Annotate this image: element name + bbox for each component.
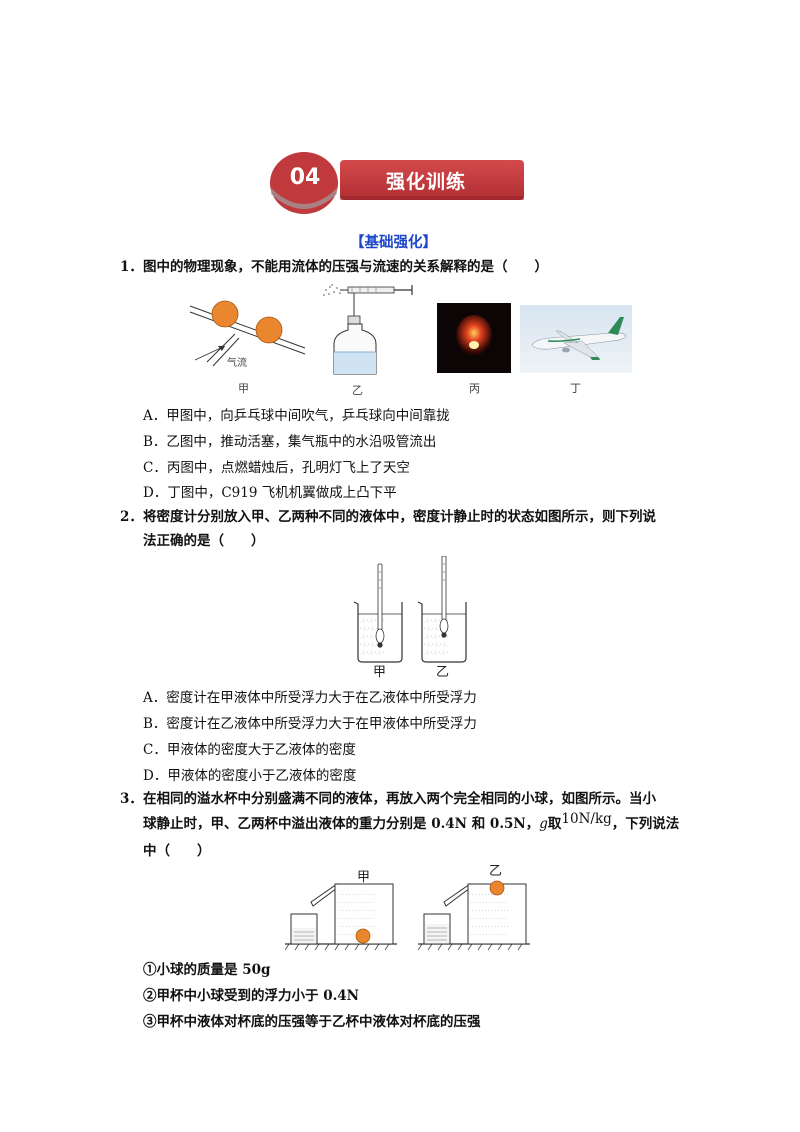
airplane-photo xyxy=(520,305,632,373)
figure-label-yi: 乙 xyxy=(489,864,503,879)
question-stem-line-2: 球静止时，甲、乙两杯中溢出液体的重力分别是 0.4N 和 0.5N，g取10N/… xyxy=(143,811,680,833)
svg-text:· · · · · · · · · · · ·: · · · · · · · · · · · · xyxy=(337,932,374,938)
figure-jia: 气流 xyxy=(185,288,310,373)
hydrometer-beakers: ∴ · ∴ · ∴ · · ∴ · ∴ · ∴ ∴ · ∴ · ∴ · · ∴ … xyxy=(353,556,467,663)
svg-text:· · · · · · · · · · · ·: · · · · · · · · · · · · xyxy=(470,932,507,938)
figure-caption-jia: 甲 xyxy=(238,382,249,395)
pingpong-figure xyxy=(189,300,306,367)
sky-lantern-photo xyxy=(437,303,511,373)
svg-text:· · · · · · · · · · · ·: · · · · · · · · · · · · xyxy=(470,916,507,922)
section-header: 04 强化训练 xyxy=(268,150,528,216)
stem-text-b: 取 xyxy=(547,816,562,832)
question-stem-line-1: 将密度计分别放入甲、乙两种不同的液体中，密度计静止时的状态如图所示，则下列说 xyxy=(143,509,656,525)
svg-text:· · · · · · · · · · · ·: · · · · · · · · · · · · xyxy=(337,900,374,906)
svg-text:· ∴ · ∴ · ∴: · ∴ · ∴ · ∴ xyxy=(360,642,382,648)
statement-2: ②甲杯中小球受到的浮力小于 0.4N xyxy=(143,988,360,1004)
figure-ding xyxy=(520,305,632,373)
question-stem-line-2: 法正确的是（ ） xyxy=(143,533,265,549)
svg-text:· · · · · · · · · · · ·: · · · · · · · · · · · · xyxy=(339,908,376,914)
header-banner-graphic xyxy=(270,152,524,214)
stem-text-a: 球静止时，甲、乙两杯中溢出液体的重力分别是 0.4N 和 0.5N， xyxy=(143,816,540,832)
svg-text:∴ · ∴ · ∴ ·: ∴ · ∴ · ∴ · xyxy=(362,634,385,640)
option-b[interactable]: B．密度计在乙液体中所受浮力大于在甲液体中所受浮力 xyxy=(143,716,477,732)
svg-text:∴ · ∴ · ∴ ·: ∴ · ∴ · ∴ · xyxy=(362,618,385,624)
svg-text:· · · · · · · · · · · ·: · · · · · · · · · · · · xyxy=(472,892,509,898)
option-a[interactable]: A．甲图中，向乒乓球中间吹气，乒乓球向中间靠拢 xyxy=(143,408,450,424)
question-stem-line-3: 中（ ） xyxy=(143,843,211,859)
syringe-bottle-figure xyxy=(323,284,413,375)
option-b[interactable]: B．乙图中，推动活塞，集气瓶中的水沿吸管流出 xyxy=(143,434,437,450)
overflow-cup-figure: · · · · · · · · · · · · · · · · · · · · … xyxy=(285,866,530,952)
page-title: 强化训练 xyxy=(386,171,467,193)
question-number: 2． xyxy=(120,509,143,525)
svg-text:· · · · · · · · · · · ·: · · · · · · · · · · · · xyxy=(339,924,376,930)
gravity-value: 10N/kg xyxy=(561,811,612,827)
svg-text:· ∴ · ∴ · ∴: · ∴ · ∴ · ∴ xyxy=(360,626,382,632)
svg-text:∴ · ∴ · ∴ ·: ∴ · ∴ · ∴ · xyxy=(426,634,449,640)
option-c[interactable]: C．甲液体的密度大于乙液体的密度 xyxy=(143,742,356,758)
section-title: 【基础强化】 xyxy=(350,234,437,251)
airflow-label: 气流 xyxy=(227,358,247,369)
figure-caption-bing: 丙 xyxy=(469,382,480,395)
figure-label-jia: 甲 xyxy=(357,870,371,885)
svg-text:· ∴ · ∴ · ∴: · ∴ · ∴ · ∴ xyxy=(424,642,446,648)
statement-3: ③甲杯中液体对杯底的压强等于乙杯中液体对杯底的压强 xyxy=(143,1014,481,1030)
option-c[interactable]: C．丙图中，点燃蜡烛后，孔明灯飞上了天空 xyxy=(143,460,410,476)
option-d[interactable]: D．丁图中，C919 飞机机翼做成上凸下平 xyxy=(143,485,397,501)
figure-label-yi: 乙 xyxy=(436,665,450,680)
svg-text:· · · · · · · · · · · ·: · · · · · · · · · · · · xyxy=(470,900,507,906)
figure-label-jia: 甲 xyxy=(373,665,387,680)
figure-yi xyxy=(320,282,415,378)
option-a[interactable]: A．密度计在甲液体中所受浮力大于在乙液体中所受浮力 xyxy=(143,690,477,706)
figure-caption-ding: 丁 xyxy=(570,382,581,395)
question-stem: 图中的物理现象，不能用流体的压强与流速的关系解释的是（ ） xyxy=(143,259,548,275)
svg-text:· · · · · · · · · · · ·: · · · · · · · · · · · · xyxy=(337,916,374,922)
gravity-symbol: g xyxy=(539,816,548,832)
svg-text:· · · · · · · · · · · ·: · · · · · · · · · · · · xyxy=(472,908,509,914)
svg-text:∴ · ∴ · ∴ ·: ∴ · ∴ · ∴ · xyxy=(362,650,385,656)
hydrometer-figure: ∴ · ∴ · ∴ · · ∴ · ∴ · ∴ ∴ · ∴ · ∴ · · ∴ … xyxy=(352,556,478,682)
question-stem-line-1: 在相同的溢水杯中分别盛满不同的液体，再放入两个完全相同的小球，如图所示。当小 xyxy=(143,791,656,807)
option-d[interactable]: D．甲液体的密度小于乙液体的密度 xyxy=(143,768,357,784)
svg-text:∴ · ∴ · ∴ ·: ∴ · ∴ · ∴ · xyxy=(426,618,449,624)
question-number: 1． xyxy=(120,259,143,275)
svg-text:· · · · · · · · · · · ·: · · · · · · · · · · · · xyxy=(339,892,376,898)
question-number: 3． xyxy=(120,791,143,807)
svg-text:· ∴ · ∴ · ∴: · ∴ · ∴ · ∴ xyxy=(424,626,446,632)
overflow-cups: · · · · · · · · · · · · · · · · · · · · … xyxy=(285,880,530,951)
badge-number: 04 xyxy=(289,165,321,190)
figure-bing xyxy=(437,303,511,373)
svg-text:· · · · · · · · · · · ·: · · · · · · · · · · · · xyxy=(472,924,509,930)
stem-text-c: ，下列说法 xyxy=(611,816,680,832)
svg-text:∴ · ∴ · ∴ ·: ∴ · ∴ · ∴ · xyxy=(426,650,449,656)
figure-caption-yi: 乙 xyxy=(352,384,363,397)
statement-1: ①小球的质量是 50g xyxy=(143,962,271,978)
